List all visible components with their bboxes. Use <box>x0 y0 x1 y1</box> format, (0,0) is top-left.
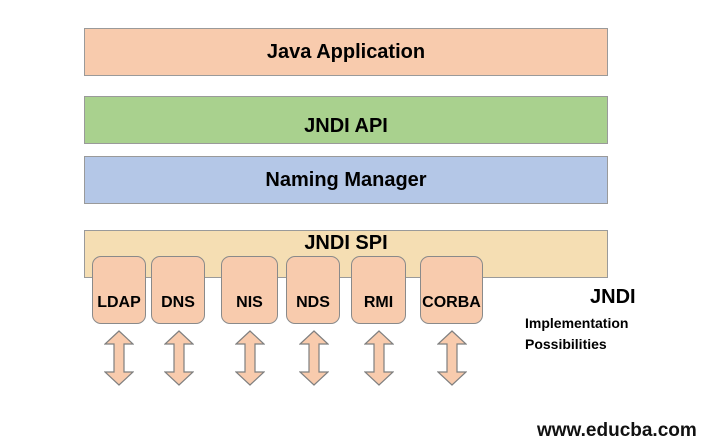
provider-label: LDAP <box>97 294 141 311</box>
provider-box-ldap: LDAP <box>92 256 146 324</box>
double-arrow-icon-corba <box>437 330 467 386</box>
watermark: www.educba.com <box>537 420 697 441</box>
side-label-title: JNDI <box>590 286 636 308</box>
double-arrow-icon-dns <box>164 330 194 386</box>
double-arrow-icon-nis <box>235 330 265 386</box>
double-arrow-icon-nds <box>299 330 329 386</box>
provider-box-corba: CORBA <box>420 256 483 324</box>
provider-box-dns: DNS <box>151 256 205 324</box>
layer-naming-manager-label: Naming Manager <box>265 168 427 191</box>
layer-java-application: Java Application <box>84 28 608 76</box>
provider-box-nds: NDS <box>286 256 340 324</box>
side-label-line2: Possibilities <box>525 336 607 352</box>
provider-label: NIS <box>236 294 263 311</box>
layer-naming-manager: Naming Manager <box>84 156 608 204</box>
layer-jndi-api-label: JNDI API <box>304 114 388 137</box>
side-label-line1: Implementation <box>525 315 629 331</box>
provider-label: RMI <box>363 294 394 311</box>
provider-label: CORBA <box>422 294 481 311</box>
double-arrow-icon-rmi <box>364 330 394 386</box>
double-arrow-icon-ldap <box>104 330 134 386</box>
provider-box-nis: NIS <box>221 256 278 324</box>
provider-label: NDS <box>296 294 330 311</box>
provider-box-rmi: RMI <box>351 256 406 324</box>
layer-jndi-spi-label: JNDI SPI <box>304 232 388 254</box>
provider-label: DNS <box>161 294 195 311</box>
layer-jndi-api: JNDI API <box>84 96 608 144</box>
layer-java-application-label: Java Application <box>266 40 426 63</box>
